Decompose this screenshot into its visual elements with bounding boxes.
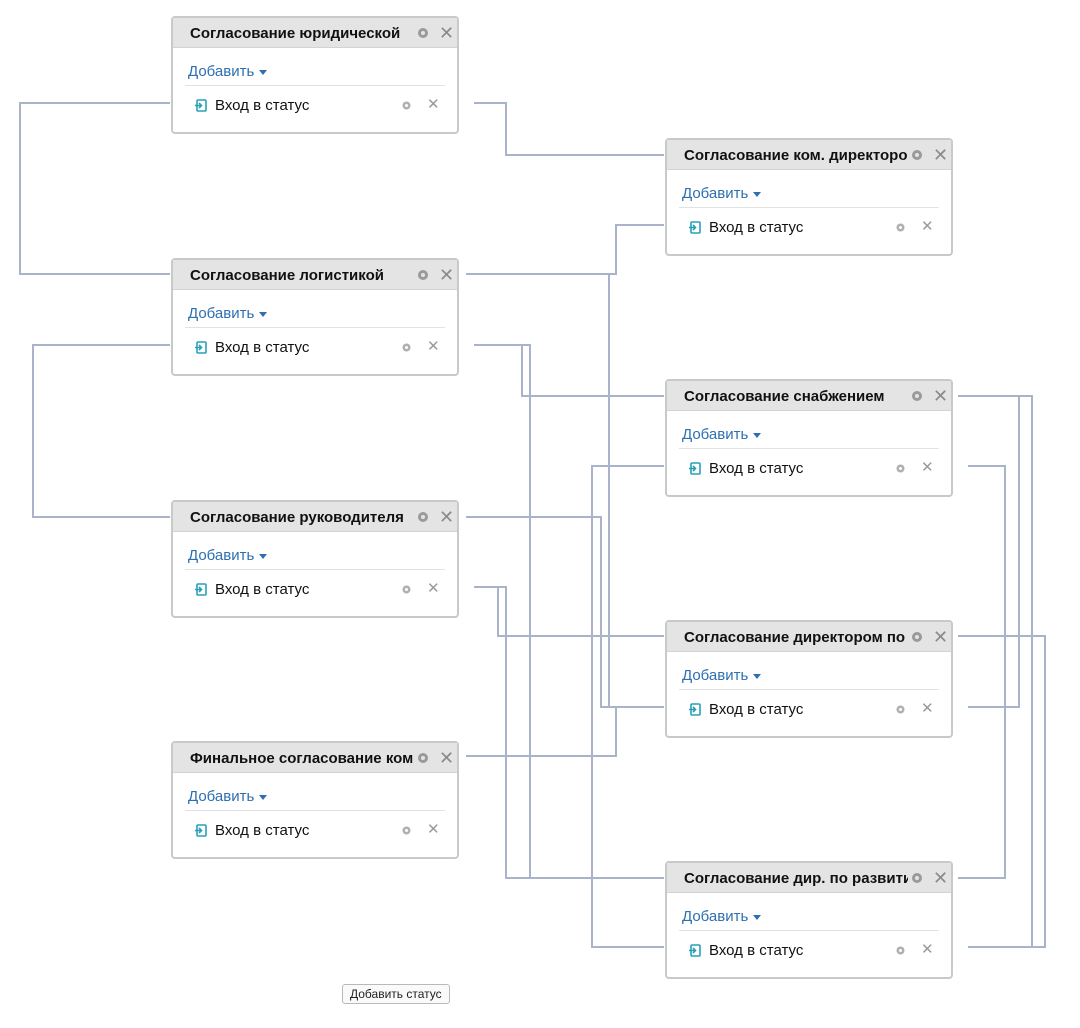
add-dropdown[interactable]: Добавить [682, 185, 762, 202]
add-dropdown[interactable]: Добавить [682, 908, 762, 925]
divider [185, 569, 445, 570]
gear-icon[interactable] [401, 584, 412, 595]
gear-icon[interactable] [401, 100, 412, 111]
card-title: Согласование ком. директором [684, 147, 908, 164]
divider [185, 85, 445, 86]
status-card: Согласование дир. по развитию ✕ Добавить… [665, 861, 953, 979]
row-label: Вход в статус [709, 942, 804, 959]
status-card: Согласование снабжением ✕ Добавить Вход … [665, 379, 953, 497]
gear-icon[interactable] [895, 222, 906, 233]
status-card: Согласование ком. директором ✕ Добавить … [665, 138, 953, 256]
close-icon[interactable]: ✕ [933, 145, 949, 165]
caret-down-icon [259, 794, 268, 800]
add-status-button[interactable]: Добавить статус [342, 984, 450, 1004]
entry-icon [689, 221, 701, 234]
card-title: Финальное согласование коммерческим [190, 750, 414, 767]
card-header[interactable]: Согласование юридической ✕ [173, 18, 457, 48]
status-card: Согласование руководителя ✕ Добавить Вхо… [171, 500, 459, 618]
divider [679, 930, 939, 931]
gear-icon[interactable] [910, 148, 924, 162]
gear-icon[interactable] [401, 342, 412, 353]
divider [679, 689, 939, 690]
close-icon[interactable]: ✕ [921, 700, 934, 717]
card-header[interactable]: Согласование дир. по развитию ✕ [667, 863, 951, 893]
card-title: Согласование снабжением [684, 388, 885, 405]
caret-down-icon [259, 311, 268, 317]
close-icon[interactable]: ✕ [921, 218, 934, 235]
row-label: Вход в статус [709, 701, 804, 718]
caret-down-icon [753, 432, 762, 438]
gear-icon[interactable] [416, 751, 430, 765]
caret-down-icon [753, 914, 762, 920]
gear-icon[interactable] [910, 871, 924, 885]
entry-icon [195, 583, 207, 596]
card-title: Согласование юридической [190, 25, 401, 42]
card-header[interactable]: Согласование ком. директором ✕ [667, 140, 951, 170]
add-dropdown[interactable]: Добавить [682, 667, 762, 684]
close-icon[interactable]: ✕ [439, 23, 455, 43]
entry-icon [195, 824, 207, 837]
card-title: Согласование руководителя [190, 509, 404, 526]
divider [679, 207, 939, 208]
card-header[interactable]: Согласование снабжением ✕ [667, 381, 951, 411]
close-icon[interactable]: ✕ [921, 459, 934, 476]
gear-icon[interactable] [895, 704, 906, 715]
status-card: Согласование юридической ✕ Добавить Вход… [171, 16, 459, 134]
close-icon[interactable]: ✕ [427, 96, 440, 113]
close-icon[interactable]: ✕ [427, 338, 440, 355]
add-dropdown[interactable]: Добавить [682, 426, 762, 443]
entry-icon [195, 341, 207, 354]
row-label: Вход в статус [215, 339, 310, 356]
close-icon[interactable]: ✕ [933, 386, 949, 406]
row-label: Вход в статус [215, 822, 310, 839]
add-dropdown[interactable]: Добавить [188, 788, 268, 805]
card-header[interactable]: Согласование директором по ✕ [667, 622, 951, 652]
entry-icon [689, 462, 701, 475]
gear-icon[interactable] [910, 389, 924, 403]
gear-icon[interactable] [416, 26, 430, 40]
add-dropdown[interactable]: Добавить [188, 547, 268, 564]
gear-icon[interactable] [416, 268, 430, 282]
gear-icon[interactable] [416, 510, 430, 524]
gear-icon[interactable] [895, 463, 906, 474]
close-icon[interactable]: ✕ [439, 748, 455, 768]
status-card: Согласование логистикой ✕ Добавить Вход … [171, 258, 459, 376]
add-dropdown[interactable]: Добавить [188, 305, 268, 322]
entry-icon [689, 703, 701, 716]
entry-icon [689, 944, 701, 957]
card-header[interactable]: Согласование руководителя ✕ [173, 502, 457, 532]
row-label: Вход в статус [709, 219, 804, 236]
close-icon[interactable]: ✕ [933, 868, 949, 888]
card-header[interactable]: Финальное согласование коммерческим ✕ [173, 743, 457, 773]
caret-down-icon [753, 191, 762, 197]
row-label: Вход в статус [215, 97, 310, 114]
row-label: Вход в статус [709, 460, 804, 477]
gear-icon[interactable] [910, 630, 924, 644]
close-icon[interactable]: ✕ [933, 627, 949, 647]
close-icon[interactable]: ✕ [439, 265, 455, 285]
caret-down-icon [259, 553, 268, 559]
divider [679, 448, 939, 449]
card-header[interactable]: Согласование логистикой ✕ [173, 260, 457, 290]
gear-icon[interactable] [895, 945, 906, 956]
divider [185, 810, 445, 811]
card-title: Согласование логистикой [190, 267, 384, 284]
status-card: Финальное согласование коммерческим ✕ До… [171, 741, 459, 859]
caret-down-icon [753, 673, 762, 679]
close-icon[interactable]: ✕ [427, 821, 440, 838]
close-icon[interactable]: ✕ [921, 941, 934, 958]
status-card: Согласование директором по ✕ Добавить Вх… [665, 620, 953, 738]
caret-down-icon [259, 69, 268, 75]
entry-icon [195, 99, 207, 112]
divider [185, 327, 445, 328]
card-title: Согласование дир. по развитию [684, 870, 908, 887]
gear-icon[interactable] [401, 825, 412, 836]
card-title: Согласование директором по [684, 629, 906, 646]
close-icon[interactable]: ✕ [439, 507, 455, 527]
add-dropdown[interactable]: Добавить [188, 63, 268, 80]
close-icon[interactable]: ✕ [427, 580, 440, 597]
row-label: Вход в статус [215, 581, 310, 598]
